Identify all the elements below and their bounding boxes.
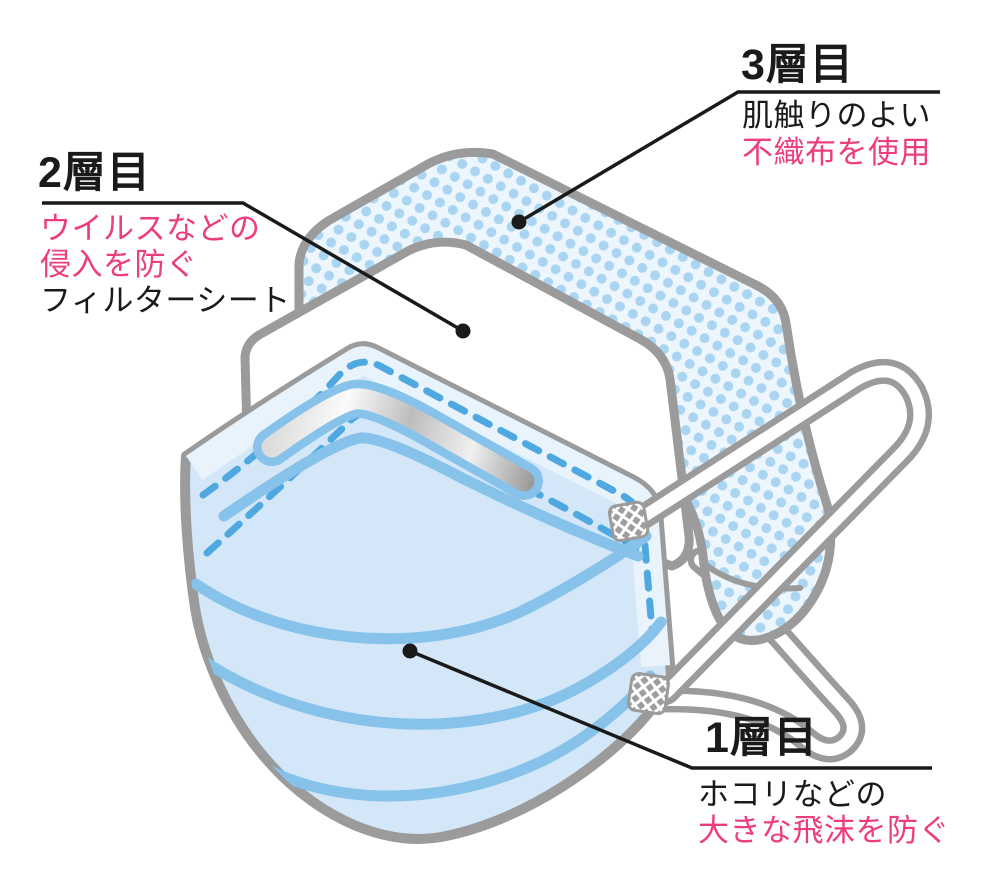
leader-line-layer1 <box>409 649 932 770</box>
layer2-desc-pink-2: 侵入を防ぐ <box>40 247 198 282</box>
layer1-title: 1層目 <box>705 714 818 762</box>
layer3-fold-crease <box>703 562 803 592</box>
layer3-desc-black: 肌触りのよい <box>742 98 931 133</box>
leader-line-layer2 <box>42 201 464 333</box>
layer1-front-sheet <box>180 341 677 844</box>
mask-top-highlight <box>185 346 672 668</box>
pleat-line-2 <box>190 530 652 645</box>
leader-line-layer3 <box>518 90 940 224</box>
layer3-desc-pink: 不織布を使用 <box>742 135 931 170</box>
leader-dot-layer2 <box>455 323 471 339</box>
leader-dots <box>402 214 527 659</box>
layer2-desc-black: フィルターシート <box>40 283 291 318</box>
nose-wire <box>253 379 543 500</box>
leader-lines <box>42 90 940 770</box>
pleat-line-3 <box>196 616 667 730</box>
weld-point-bottom <box>626 672 670 716</box>
layer1-desc-pink: 大きな飛沫を防ぐ <box>698 813 950 848</box>
leader-dot-layer3 <box>511 214 527 230</box>
pleat-lines <box>190 432 667 802</box>
leader-dot-layer1 <box>402 643 418 659</box>
pleat-line-1 <box>218 432 644 562</box>
weld-point-top <box>607 500 650 543</box>
layer2-desc-pink-1: ウイルスなどの <box>40 211 261 246</box>
layer1-desc-black: ホコリなどの <box>698 777 887 812</box>
layer2-title: 2層目 <box>38 149 151 197</box>
ear-loop-near <box>630 359 933 705</box>
layer3-title: 3層目 <box>741 41 854 89</box>
